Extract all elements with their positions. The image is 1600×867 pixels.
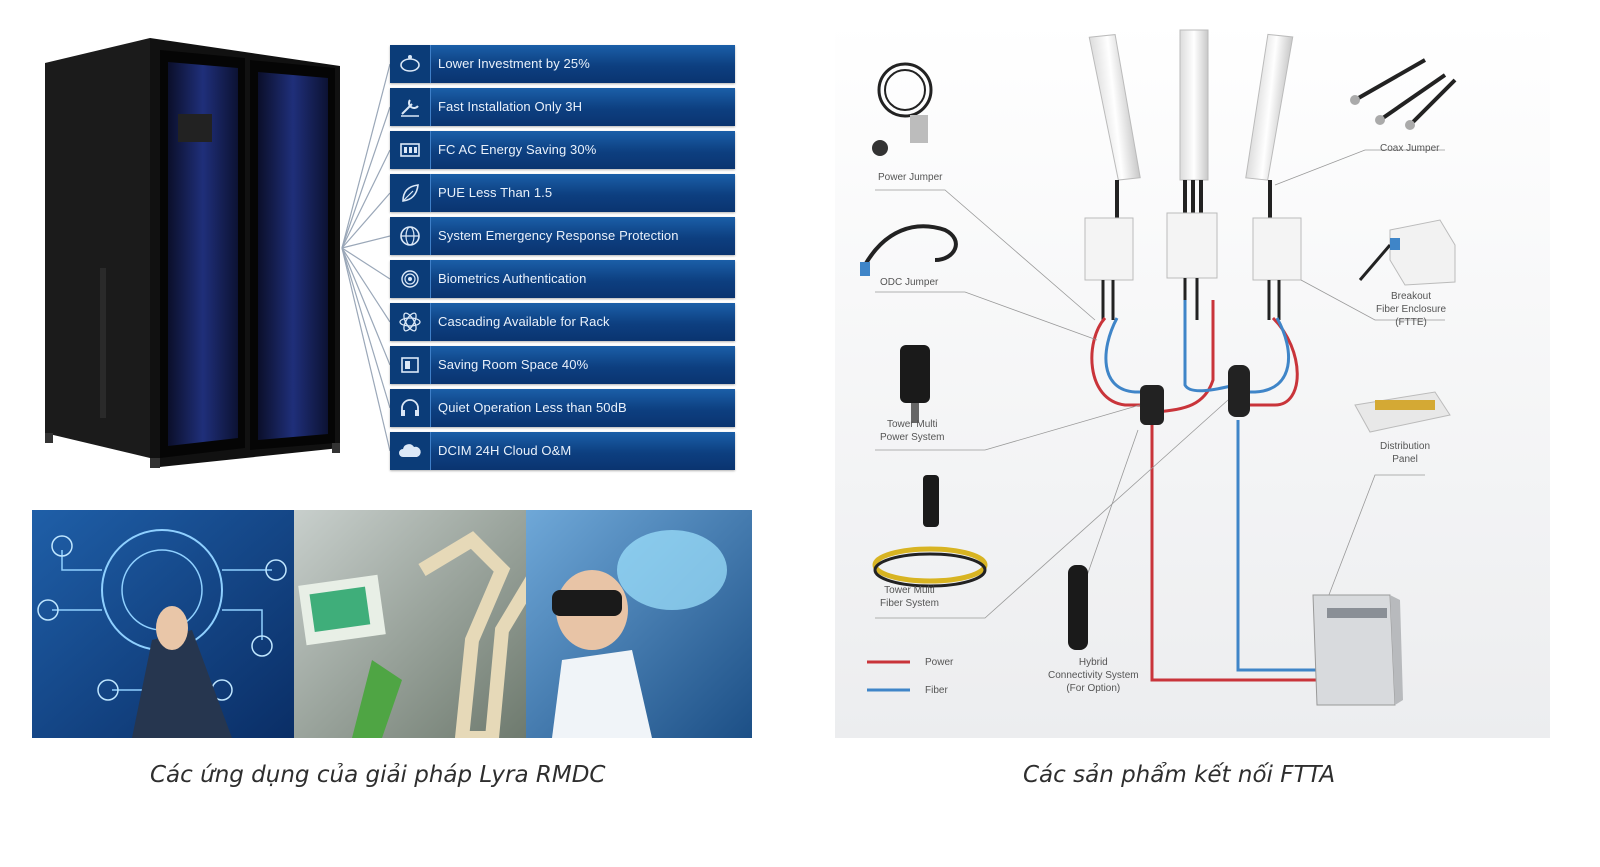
legend-fiber-label: Fiber [925, 685, 948, 696]
applications-collage-image [32, 510, 752, 738]
feature-item: Lower Investment by 25% [390, 45, 735, 83]
feature-label: PUE Less Than 1.5 [438, 185, 553, 200]
feature-list: Lower Investment by 25% Fast Installatio… [390, 45, 735, 475]
feature-label: Fast Installation Only 3H [438, 99, 583, 114]
label-line: (For Option) [1066, 683, 1121, 694]
label-line: Breakout [1391, 291, 1432, 302]
feature-item: System Emergency Response Protection [390, 217, 735, 255]
ftta-connection-diagram [835, 20, 1550, 738]
wrench-icon [390, 88, 431, 126]
label-line: Power System [880, 432, 945, 443]
label-line: Panel [1392, 454, 1418, 465]
leader-lines [875, 149, 1445, 619]
cloud-icon [390, 432, 431, 470]
feature-item: PUE Less Than 1.5 [390, 174, 735, 212]
feature-label: System Emergency Response Protection [438, 228, 679, 243]
bbu-cabinet-image [1312, 594, 1403, 706]
feature-item: Cascading Available for Rack [390, 303, 735, 341]
coax-jumper-label: Coax Jumper [1380, 143, 1440, 154]
label-line: Tower Multi [884, 585, 935, 596]
distribution-panel-label: Distribution Panel [1380, 440, 1430, 466]
feature-label: DCIM 24H Cloud O&M [438, 443, 572, 458]
feature-item: Quiet Operation Less than 50dB [390, 389, 735, 427]
label-line: Connectivity System [1048, 670, 1139, 681]
feature-label: Saving Room Space 40% [438, 357, 589, 372]
label-line: Distribution [1380, 441, 1431, 452]
feature-item: Biometrics Authentication [390, 260, 735, 298]
hybrid-connectivity-image [1068, 565, 1088, 650]
feature-item: FC AC Energy Saving 30% [390, 131, 735, 169]
space-icon [390, 346, 431, 384]
power-cables [1090, 300, 1325, 682]
distribution-panel-image [1354, 391, 1451, 433]
label-line: Hybrid [1078, 657, 1108, 668]
breakout-enclosure-image [1358, 219, 1456, 286]
tower-multi-fiber-image [872, 475, 988, 588]
feature-label: Quiet Operation Less than 50dB [438, 400, 627, 415]
power-jumper-image [872, 62, 933, 156]
atom-icon [390, 303, 431, 341]
left-caption: Các ứng dụng của giải pháp Lyra RMDC [150, 762, 606, 788]
feature-label: Cascading Available for Rack [438, 314, 610, 329]
tower-multi-fiber-label: Tower Multi Fiber System [880, 584, 939, 610]
right-caption: Các sản phẩm kết nối FTTA [1023, 762, 1336, 788]
feature-item: Fast Installation Only 3H [390, 88, 735, 126]
label-line: Fiber System [880, 598, 939, 609]
odc-jumper-label: ODC Jumper [880, 277, 939, 288]
feature-item: Saving Room Space 40% [390, 346, 735, 384]
feature-item: DCIM 24H Cloud O&M [390, 432, 735, 470]
feature-label: Biometrics Authentication [438, 271, 587, 286]
server-rack-image [45, 38, 340, 468]
coax-jumper-image [1350, 58, 1457, 130]
tower-multi-power-label: Tower Multi Power System [880, 418, 944, 444]
feature-label: FC AC Energy Saving 30% [438, 142, 597, 157]
breakout-enclosure-label: Breakout Fiber Enclosure (FTTE) [1376, 290, 1446, 329]
label-line: (FTTE) [1395, 317, 1427, 328]
headphones-icon [390, 389, 431, 427]
legend [867, 660, 910, 692]
tower-multi-power-image [900, 345, 930, 423]
feature-connector-lines [341, 63, 391, 452]
lyra-rmdc-panel: Lower Investment by 25% Fast Installatio… [0, 0, 790, 800]
battery-icon [390, 131, 431, 169]
piggy-bank-icon [390, 45, 431, 83]
leaf-icon [390, 174, 431, 212]
power-jumper-label: Power Jumper [878, 172, 943, 183]
odc-jumper-image [860, 224, 958, 276]
antennas [1088, 29, 1294, 181]
shield-globe-icon [390, 217, 431, 255]
feature-label: Lower Investment by 25% [438, 56, 590, 71]
legend-power-label: Power [925, 657, 954, 668]
label-line: Fiber Enclosure [1376, 304, 1447, 315]
fingerprint-icon [390, 260, 431, 298]
label-line: Tower Multi [886, 419, 938, 430]
rru-units [1084, 212, 1302, 281]
hybrid-connectivity-label: Hybrid Connectivity System (For Option) [1048, 656, 1139, 695]
